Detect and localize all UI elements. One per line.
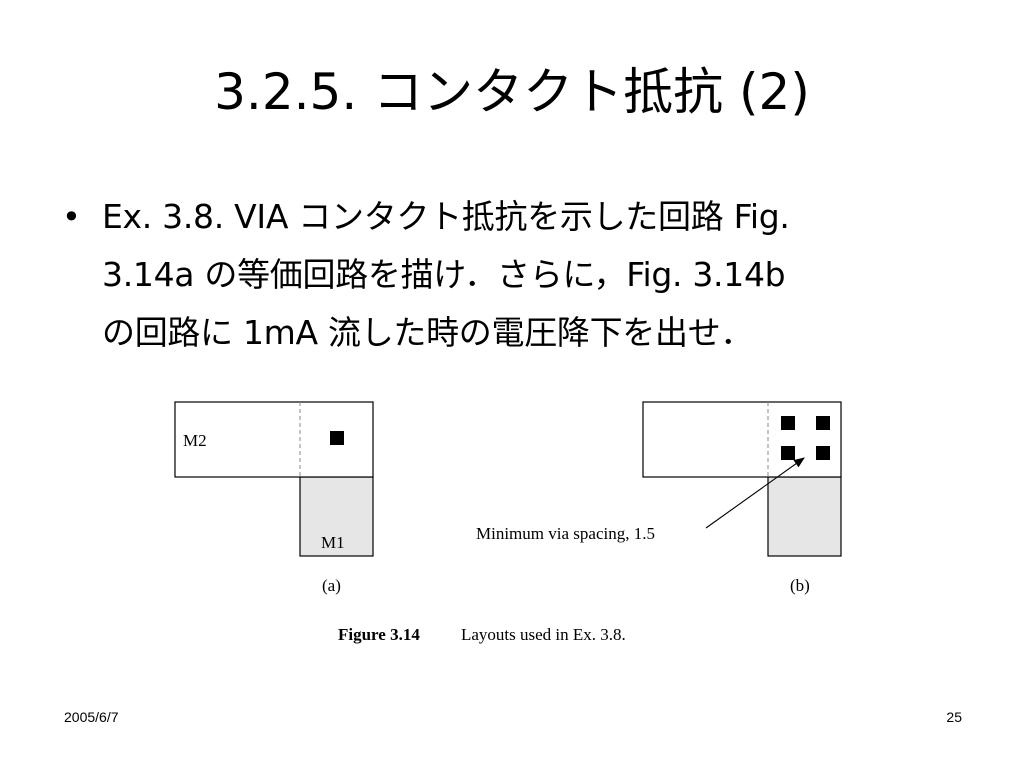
- m1-layer-b: [767, 476, 842, 557]
- bullet-item: • Ex. 3.8. VIA コンタクト抵抗を示した回路 Fig. 3.14a …: [62, 188, 982, 362]
- page-number: 25: [946, 709, 962, 725]
- bullet-line-1: Ex. 3.8. VIA コンタクト抵抗を示した回路 Fig.: [102, 197, 790, 236]
- bullet-line-2: 3.14a の等価回路を描け．さらに，Fig. 3.14b: [102, 255, 786, 294]
- via-b-3: [781, 446, 795, 460]
- label-a: (a): [322, 576, 341, 595]
- via-b-1: [781, 416, 795, 430]
- layout-b: Minimum via spacing, 1.5 (b): [476, 401, 842, 595]
- figure-caption: Figure 3.14 Layouts used in Ex. 3.8.: [338, 625, 626, 644]
- via-a: [330, 431, 344, 445]
- caption-text: Layouts used in Ex. 3.8.: [461, 625, 626, 644]
- via-b-2: [816, 416, 830, 430]
- slide-title: 3.2.5. コンタクト抵抗 (2): [214, 63, 810, 121]
- label-m2: M2: [183, 431, 207, 450]
- footer-date: 2005/6/7: [64, 709, 119, 725]
- bullet-line-3: の回路に 1mA 流した時の電圧降下を出せ．: [102, 313, 754, 352]
- label-b: (b): [790, 576, 810, 595]
- bullet-text: Ex. 3.8. VIA コンタクト抵抗を示した回路 Fig. 3.14a の等…: [102, 188, 982, 362]
- m2-layer-b: [642, 401, 842, 478]
- label-m1: M1: [321, 533, 345, 552]
- spacing-annotation: Minimum via spacing, 1.5: [476, 524, 655, 543]
- spacing-arrow: [705, 457, 805, 529]
- caption-number: Figure 3.14: [338, 625, 420, 644]
- layout-a: M2 M1 (a): [174, 401, 374, 595]
- bullet-marker: •: [62, 198, 81, 236]
- via-b-4: [816, 446, 830, 460]
